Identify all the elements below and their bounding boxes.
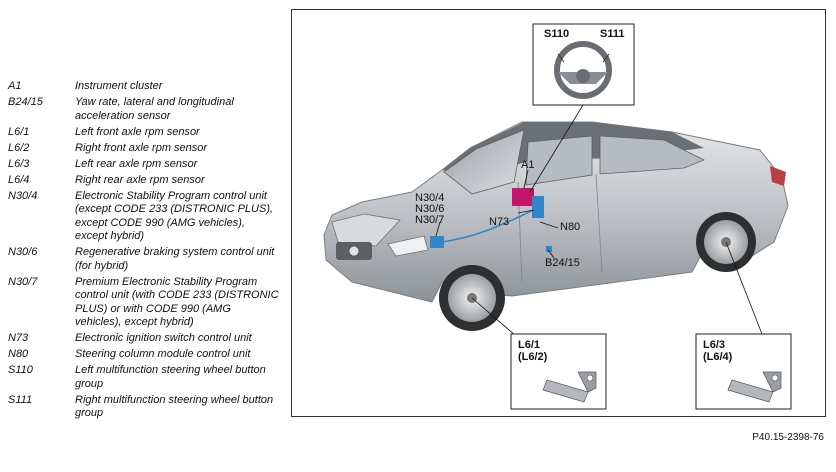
legend-code: N73 (8, 332, 29, 344)
legend-description: Left rear axle rpm sensor (75, 157, 198, 170)
legend-code: L6/2 (8, 141, 30, 154)
esp-control-unit (430, 236, 444, 248)
callout-n30-7: N30/7 (415, 214, 444, 226)
legend-code: N30/4 (8, 189, 38, 202)
legend-row: A1 Instrument cluster (8, 80, 280, 94)
callout-s110: S110 (544, 28, 569, 40)
legend-code: N80 (8, 348, 29, 360)
legend-code: S111 (8, 393, 33, 406)
legend-code: L6/3 (8, 157, 30, 170)
callout-n80: N80 (560, 221, 580, 233)
callout-l6-3: L6/3 (703, 339, 725, 351)
legend-code: L6/1 (8, 125, 30, 138)
legend-description: Left front axle rpm sensor (75, 125, 200, 138)
legend-description: Electronic ignition switch control unit (75, 332, 252, 344)
legend-description: Regenerative braking system control unit… (75, 246, 275, 272)
car-hood-front (331, 213, 401, 247)
callout-n30-6: N30/6 (415, 203, 444, 215)
legend-code: L6/4 (8, 173, 30, 186)
figure-reference: P40.15-2398-76 (752, 432, 824, 443)
headlight (387, 235, 429, 257)
windshield (443, 129, 525, 195)
legend-description: Steering column module control unit (75, 348, 251, 360)
rear-axle-sensor-inset: L6/3 (L6/4) (695, 333, 792, 410)
rpm-sensor-icon (542, 379, 589, 403)
car-illustration (323, 121, 789, 303)
legend-description: Instrument cluster (75, 80, 163, 92)
legend-description: Premium Electronic Stability Program con… (75, 275, 279, 329)
front-axle-sensor-inset: L6/1 (L6/2) (510, 333, 607, 410)
callout-s111: S111 (600, 28, 624, 40)
legend-description: Right multifunction steering wheel butto… (75, 393, 274, 420)
callout-n73: N73 (489, 216, 509, 228)
legend-description: Right front axle rpm sensor (75, 141, 208, 154)
legend-row: L6/1 Left front axle rpm sensor (8, 126, 280, 140)
yaw-rate-sensor-b24-15 (546, 246, 552, 252)
callout-b24-15: B24/15 (545, 257, 580, 269)
legend-row: S110 Left multifunction steering wheel bu… (8, 364, 280, 391)
legend-description: Yaw rate, lateral and longitudinal accel… (75, 96, 234, 122)
legend-row: N73 Electronic ignition switch control un… (8, 332, 280, 346)
callout-n30-4: N30/4 (415, 192, 444, 204)
legend-row: N30/6 Regenerative braking system control… (8, 246, 280, 273)
vehicle-diagram: S110 S111 (291, 9, 826, 417)
legend-row: N30/4 Electronic Stability Program contro… (8, 190, 280, 244)
legend-description: Right rear axle rpm sensor (75, 173, 205, 186)
tail-light (770, 166, 786, 186)
diagram-canvas: S110 S111 (323, 23, 792, 410)
front-door-window (525, 135, 593, 186)
leader-lines (435, 104, 763, 337)
callout-a1: A1 (521, 159, 534, 171)
emblem-icon (348, 245, 360, 257)
legend-code: A1 (8, 80, 22, 92)
legend-description: Left multifunction steering wheel button… (75, 364, 266, 390)
steering-wheel-icon (554, 41, 612, 99)
legend-row: L6/4 Right rear axle rpm sensor (8, 174, 280, 188)
legend-code: N30/6 (8, 246, 38, 258)
steering-wheel-inset: S110 S111 (532, 23, 635, 106)
callout-l6-4: (L6/4) (703, 351, 733, 363)
steering-column-module-n80 (532, 196, 544, 218)
legend-row: N30/7 Premium Electronic Stability Progra… (8, 276, 280, 330)
callout-l6-2: (L6/2) (518, 351, 548, 363)
legend-row: B24/15 Yaw rate, lateral and longitudinal… (8, 96, 280, 123)
legend-code: S110 (8, 364, 33, 376)
legend-code: N30/7 (8, 275, 38, 288)
legend-code: B24/15 (8, 96, 43, 108)
legend-row: S111 Right multifunction steering wheel b… (8, 394, 280, 421)
callout-l6-1: L6/1 (518, 339, 540, 351)
legend-description: Electronic Stability Program control uni… (75, 189, 274, 243)
legend-row: L6/3 Left rear axle rpm sensor (8, 158, 280, 172)
instrument-cluster-a1 (512, 188, 534, 206)
legend-row: L6/2 Right front axle rpm sensor (8, 142, 280, 156)
rear-door-window (599, 135, 705, 175)
rpm-sensor-icon (727, 379, 774, 403)
wiring-harness (441, 209, 535, 243)
legend-row: N80 Steering column module control unit (8, 348, 280, 362)
